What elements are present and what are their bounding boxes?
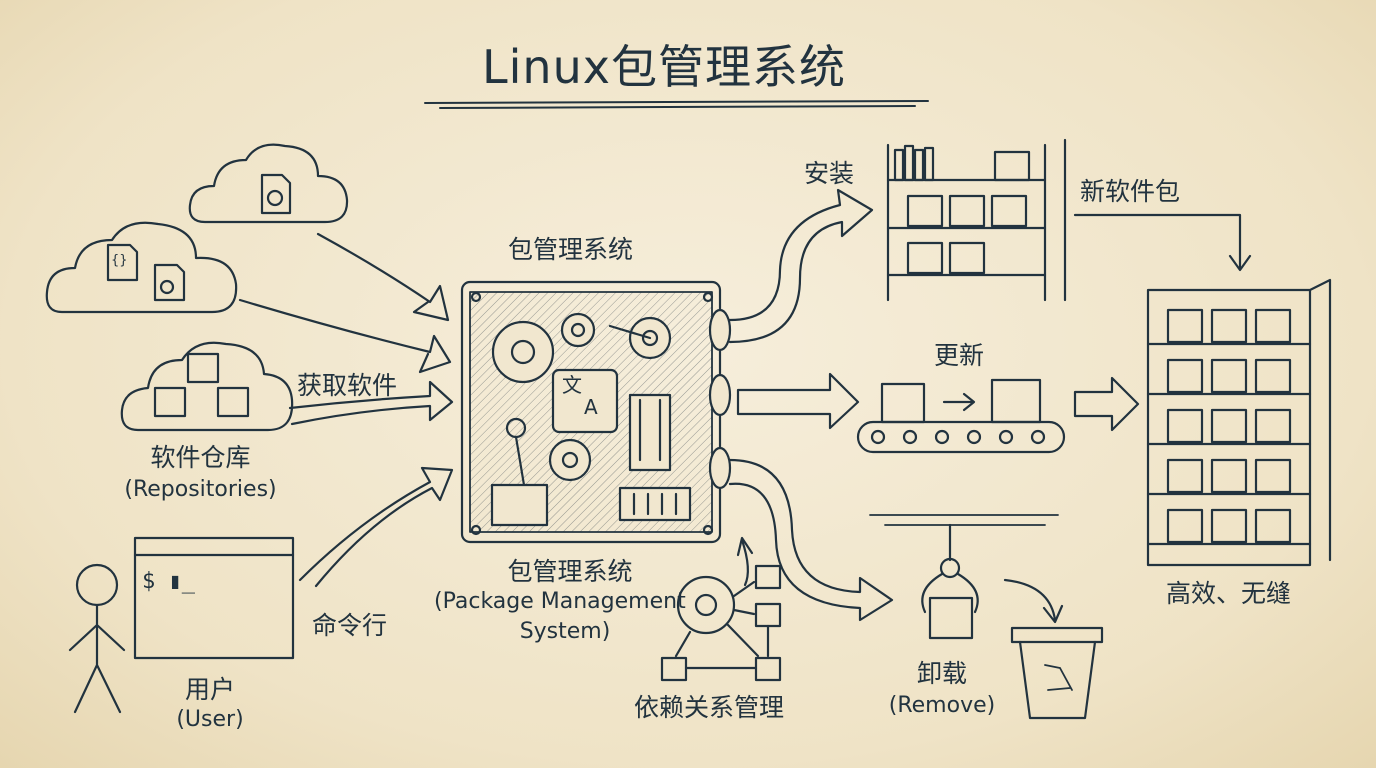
translate-glyph-a: A	[584, 395, 598, 419]
package-warehouse	[1146, 278, 1332, 567]
install-label: 安装	[804, 159, 855, 188]
pms-heading: 包管理系统	[508, 235, 634, 264]
cli-label: 命令行	[312, 611, 388, 640]
repo-label: 软件仓库	[150, 443, 251, 472]
install-arrow	[728, 188, 874, 344]
remove-label: 卸载	[916, 659, 967, 688]
remove-arrow	[728, 458, 894, 622]
claw-crane	[869, 514, 1064, 640]
fetch-label: 获取软件	[297, 371, 398, 400]
title-underline	[424, 100, 929, 109]
trash-bin-icon	[1010, 626, 1104, 720]
cloud-icon	[120, 341, 294, 432]
update-label: 更新	[934, 341, 985, 370]
dependency-label: 依赖关系管理	[634, 693, 785, 722]
installed-shelf	[886, 138, 1067, 302]
conveyor-belt	[856, 378, 1066, 454]
new-package-arrow	[1073, 213, 1252, 272]
to-shelf-arrow	[1073, 376, 1140, 432]
repo-label-en: (Repositories)	[124, 477, 277, 502]
user-label-en: (User)	[176, 707, 244, 732]
new-package-label: 新软件包	[1080, 177, 1181, 206]
user-label: 用户	[184, 675, 235, 704]
code-glyph: {}	[111, 253, 128, 268]
package-manager-machine	[460, 280, 732, 544]
translate-glyph: 文	[562, 373, 582, 397]
user-figure	[68, 563, 126, 714]
pms-label-en-1: (Package Management	[434, 589, 686, 614]
cloud-icon	[188, 143, 349, 224]
efficient-label: 高效、无缝	[1166, 579, 1292, 608]
fetch-arrow	[238, 232, 454, 588]
pms-label-en-2: System)	[519, 619, 611, 644]
remove-label-en: (Remove)	[888, 693, 996, 718]
terminal-window	[133, 536, 295, 660]
update-arrow	[736, 372, 860, 430]
terminal-prompt: $ ▮_	[142, 569, 195, 594]
dependency-graph	[660, 536, 782, 682]
pms-label: 包管理系统	[507, 557, 633, 586]
page-title: Linux包管理系统	[482, 40, 846, 94]
cloud-icon	[45, 221, 238, 314]
